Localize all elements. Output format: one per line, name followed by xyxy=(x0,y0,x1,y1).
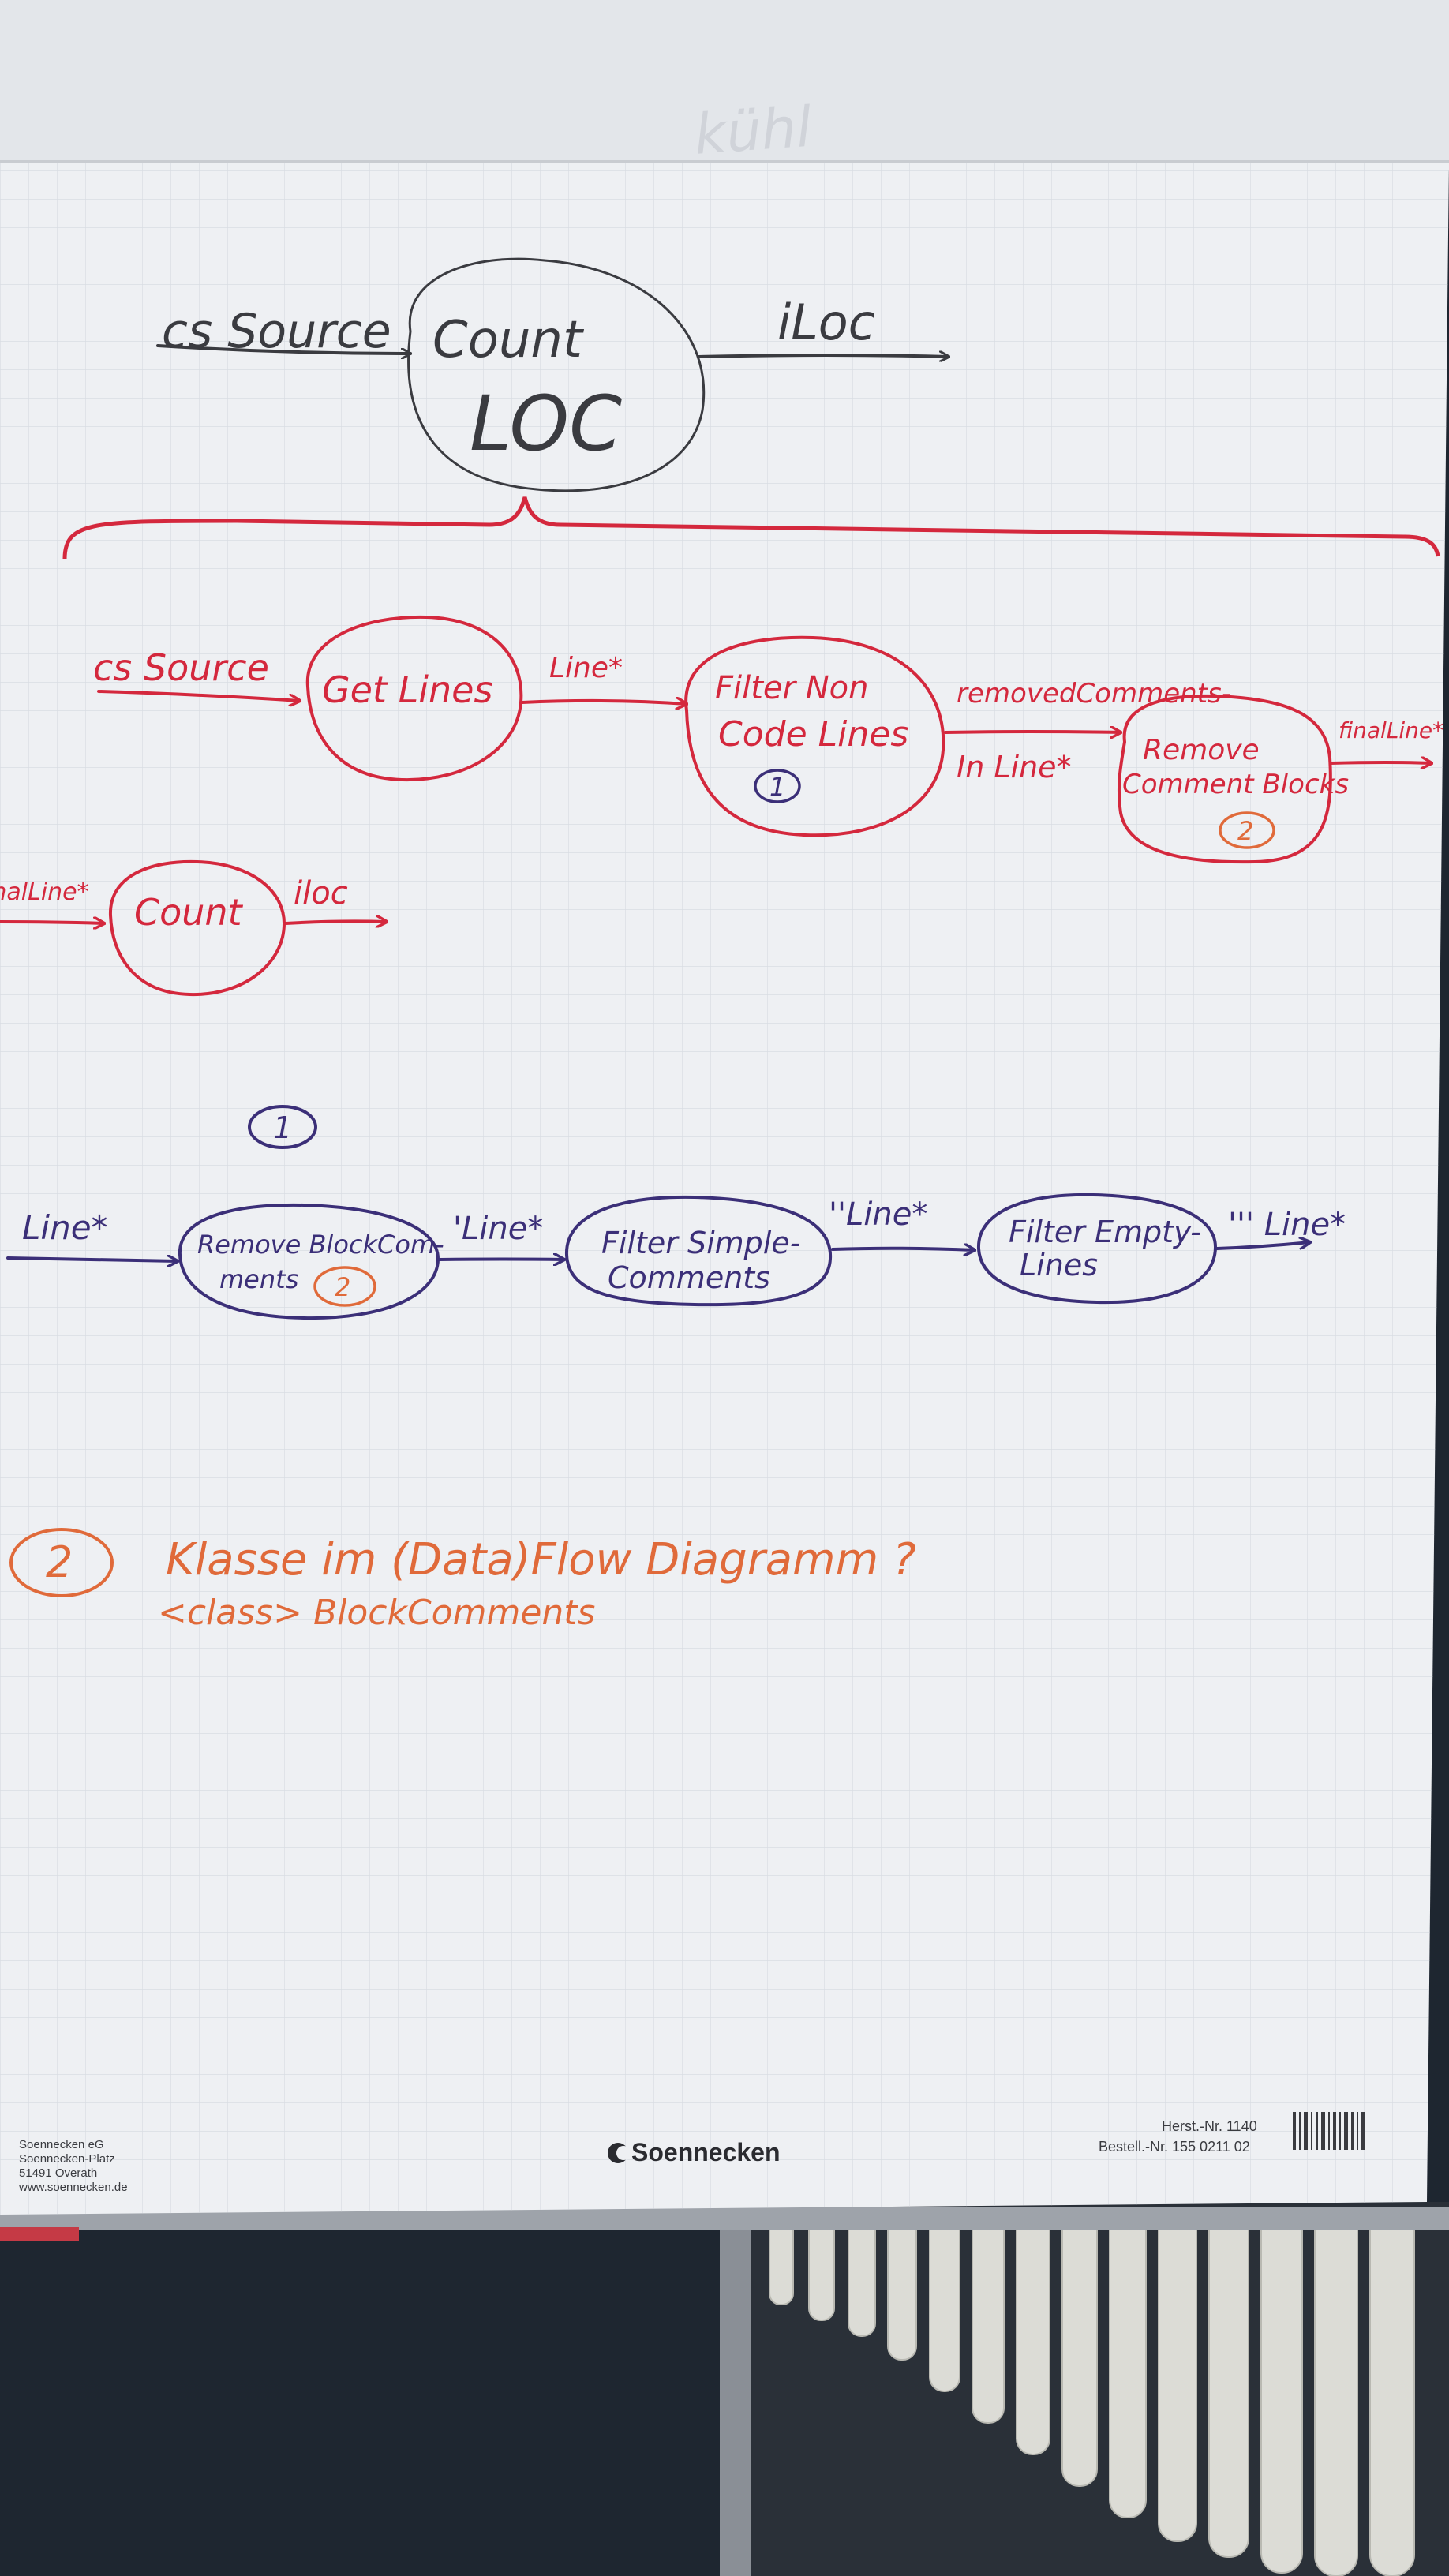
footer-company-line: Soennecken-Platz xyxy=(19,2152,115,2166)
red-diagram xyxy=(0,615,1432,997)
count-node xyxy=(108,859,286,997)
filter-simple-comments-line1: Filter Simple- xyxy=(601,1226,800,1260)
radiator xyxy=(734,2202,1449,2576)
footer-company: Soennecken eG Soennecken-Platz 51491 Ove… xyxy=(18,2138,128,2194)
footer-company-line: 51491 Overath xyxy=(19,2166,97,2180)
red-edge-removed-label2: In Line* xyxy=(957,750,1072,784)
remove-comment-blocks-line1: Remove xyxy=(1143,734,1260,766)
blue-edge1-label: 'Line* xyxy=(453,1211,543,1247)
remove-comment-blocks-line2: Comment Blocks xyxy=(1122,769,1349,800)
red-edge-line-label: Line* xyxy=(549,652,623,684)
flipchart-stand xyxy=(720,2210,751,2576)
note-line1: Klasse im (Data)Flow Diagramm ? xyxy=(166,1534,916,1586)
red-input-label: cs Source xyxy=(93,646,269,689)
top-input-label: cs Source xyxy=(162,304,391,359)
blue-input-label: Line* xyxy=(22,1208,108,1247)
sheet-behind xyxy=(0,0,1449,170)
footer-company-line: www.soennecken.de xyxy=(18,2181,128,2194)
filter-non-code-line1: Filter Non xyxy=(715,670,868,706)
remove-comment-blocks-badge: 2 xyxy=(1219,811,1275,849)
svg-text:2: 2 xyxy=(46,1537,73,1587)
blue-diagram-badge: 1 xyxy=(248,1105,317,1149)
blue-input-arrow xyxy=(6,1258,178,1261)
count-loc-line1: Count xyxy=(432,311,585,369)
top-diagram xyxy=(156,257,949,492)
note-badge: 2 xyxy=(9,1528,114,1597)
remove-block-comments-line1: Remove BlockCom- xyxy=(197,1230,444,1260)
red-count-out-label: iloc xyxy=(294,875,348,912)
remove-block-comments-node xyxy=(178,1203,440,1320)
sheet-behind-text: kühl xyxy=(692,95,814,167)
blue-edge2-arrow xyxy=(831,1249,975,1250)
red-final-out-label: finalLine* xyxy=(1339,717,1443,743)
red-edge-line xyxy=(521,701,687,704)
red-count-out-arrow xyxy=(284,921,387,923)
barcode xyxy=(1293,2112,1365,2150)
footer-herst: Herst.-Nr. 1140 xyxy=(1162,2118,1257,2134)
remove-block-comments-line2: ments xyxy=(219,1264,298,1294)
red-final-in-arrow xyxy=(0,922,104,923)
note-line2: <class> BlockComments xyxy=(158,1593,595,1633)
filter-empty-lines-line1: Filter Empty- xyxy=(1009,1215,1201,1249)
blue-edge2-label: ''Line* xyxy=(829,1196,927,1233)
red-edge-removed-label1: removedComments- xyxy=(957,678,1231,710)
blue-edge3-label: ''' Line* xyxy=(1228,1207,1346,1243)
red-final-in-label: finalLine* xyxy=(0,878,89,906)
top-output-arrow xyxy=(697,355,949,357)
footer-bestell: Bestell.-Nr. 155 0211 02 xyxy=(1099,2139,1250,2155)
svg-text:1: 1 xyxy=(769,772,785,802)
count-loc-line2: LOC xyxy=(470,380,622,468)
filter-non-code-line2: Code Lines xyxy=(718,714,908,754)
footer-company-line: Soennecken eG xyxy=(19,2138,104,2151)
count-loc-node xyxy=(407,257,706,492)
filter-simple-comments-line2: Comments xyxy=(608,1260,770,1295)
filter-empty-lines-line2: Lines xyxy=(1020,1248,1098,1282)
filter-empty-lines-node xyxy=(976,1193,1218,1305)
footer-brand-name: Soennecken xyxy=(631,2138,781,2166)
filter-simple-comments-node xyxy=(564,1195,833,1307)
svg-text:1: 1 xyxy=(273,1110,292,1145)
filter-non-code-badge: 1 xyxy=(754,769,801,803)
top-input-arrow xyxy=(156,344,410,354)
red-final-out-arrow xyxy=(1329,762,1432,763)
count-label: Count xyxy=(134,891,244,934)
top-output-label: iLoc xyxy=(777,294,875,351)
red-input-arrow xyxy=(97,690,300,701)
blue-diagram xyxy=(6,1193,1310,1320)
svg-text:2: 2 xyxy=(335,1272,350,1302)
blue-edge3-arrow xyxy=(1215,1242,1310,1250)
get-lines-label: Get Lines xyxy=(322,668,492,711)
paper-sheet xyxy=(0,160,1449,2215)
decomposition-brace xyxy=(62,496,1440,560)
remove-block-comments-badge: 2 xyxy=(313,1266,376,1307)
remove-comment-blocks-node xyxy=(1117,694,1332,864)
footer-brand: Soennecken xyxy=(608,2138,781,2166)
filter-non-code-node xyxy=(684,635,945,837)
svg-text:2: 2 xyxy=(1237,816,1253,846)
